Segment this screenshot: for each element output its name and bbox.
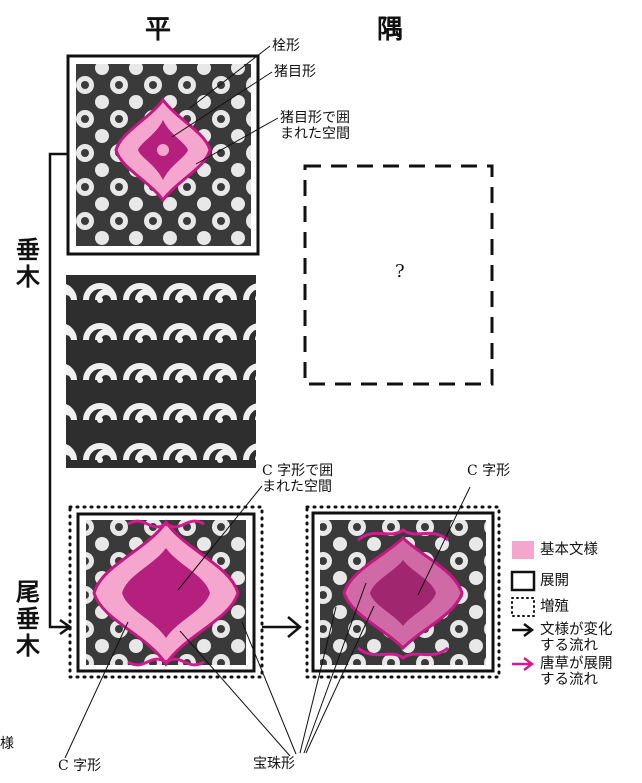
legend-icons (510, 541, 536, 671)
legend-multiply-swatch (511, 597, 535, 617)
label-c-enclosed: C 字形で囲 まれた空間 (262, 463, 334, 495)
multiply-frame (305, 505, 501, 679)
panel-otaruki-flat (68, 505, 264, 679)
lattice-image-2 (66, 275, 256, 468)
label-c-right: C 字形 (467, 463, 511, 479)
multiply-frame (68, 505, 264, 679)
label-inome-enclosed: 猪目形で囲 まれた空間 (280, 110, 350, 142)
develop-frame (76, 512, 256, 673)
flow-connector (48, 152, 302, 638)
panel-taruki-flat (66, 54, 260, 256)
column-header-corner: 隅 (377, 15, 404, 45)
legend-change-text: 文様が変化 する流れ (540, 622, 613, 654)
panel-taruki-flat-2 (66, 275, 256, 468)
unknown-corner-frame (303, 164, 494, 386)
panel-otaruki-corner (305, 505, 501, 679)
legend-develop-swatch (510, 570, 536, 592)
label-cut-text: 様 (0, 736, 14, 752)
label-hoju: 宝珠形 (253, 756, 295, 772)
legend-basic-text: 基本文様 (540, 542, 598, 558)
legend-multiply-text: 増殖 (540, 599, 569, 615)
label-c-left: C 字形 (58, 758, 102, 774)
legend-basic-swatch (512, 541, 534, 559)
column-header-flat: 平 (145, 15, 172, 45)
label-inome: 猪目形 (274, 64, 316, 80)
legend-karakusa-text: 唐草が展開 する流れ (540, 656, 613, 688)
row-header-otaruki: 尾 垂 木 (16, 578, 40, 660)
row-header-taruki: 垂 木 (16, 236, 40, 291)
leader-lines (64, 45, 471, 759)
develop-frame (311, 511, 495, 673)
label-sen: 栓形 (272, 38, 300, 54)
legend-develop-text: 展開 (540, 573, 569, 589)
label-unknown: ? (395, 261, 405, 282)
